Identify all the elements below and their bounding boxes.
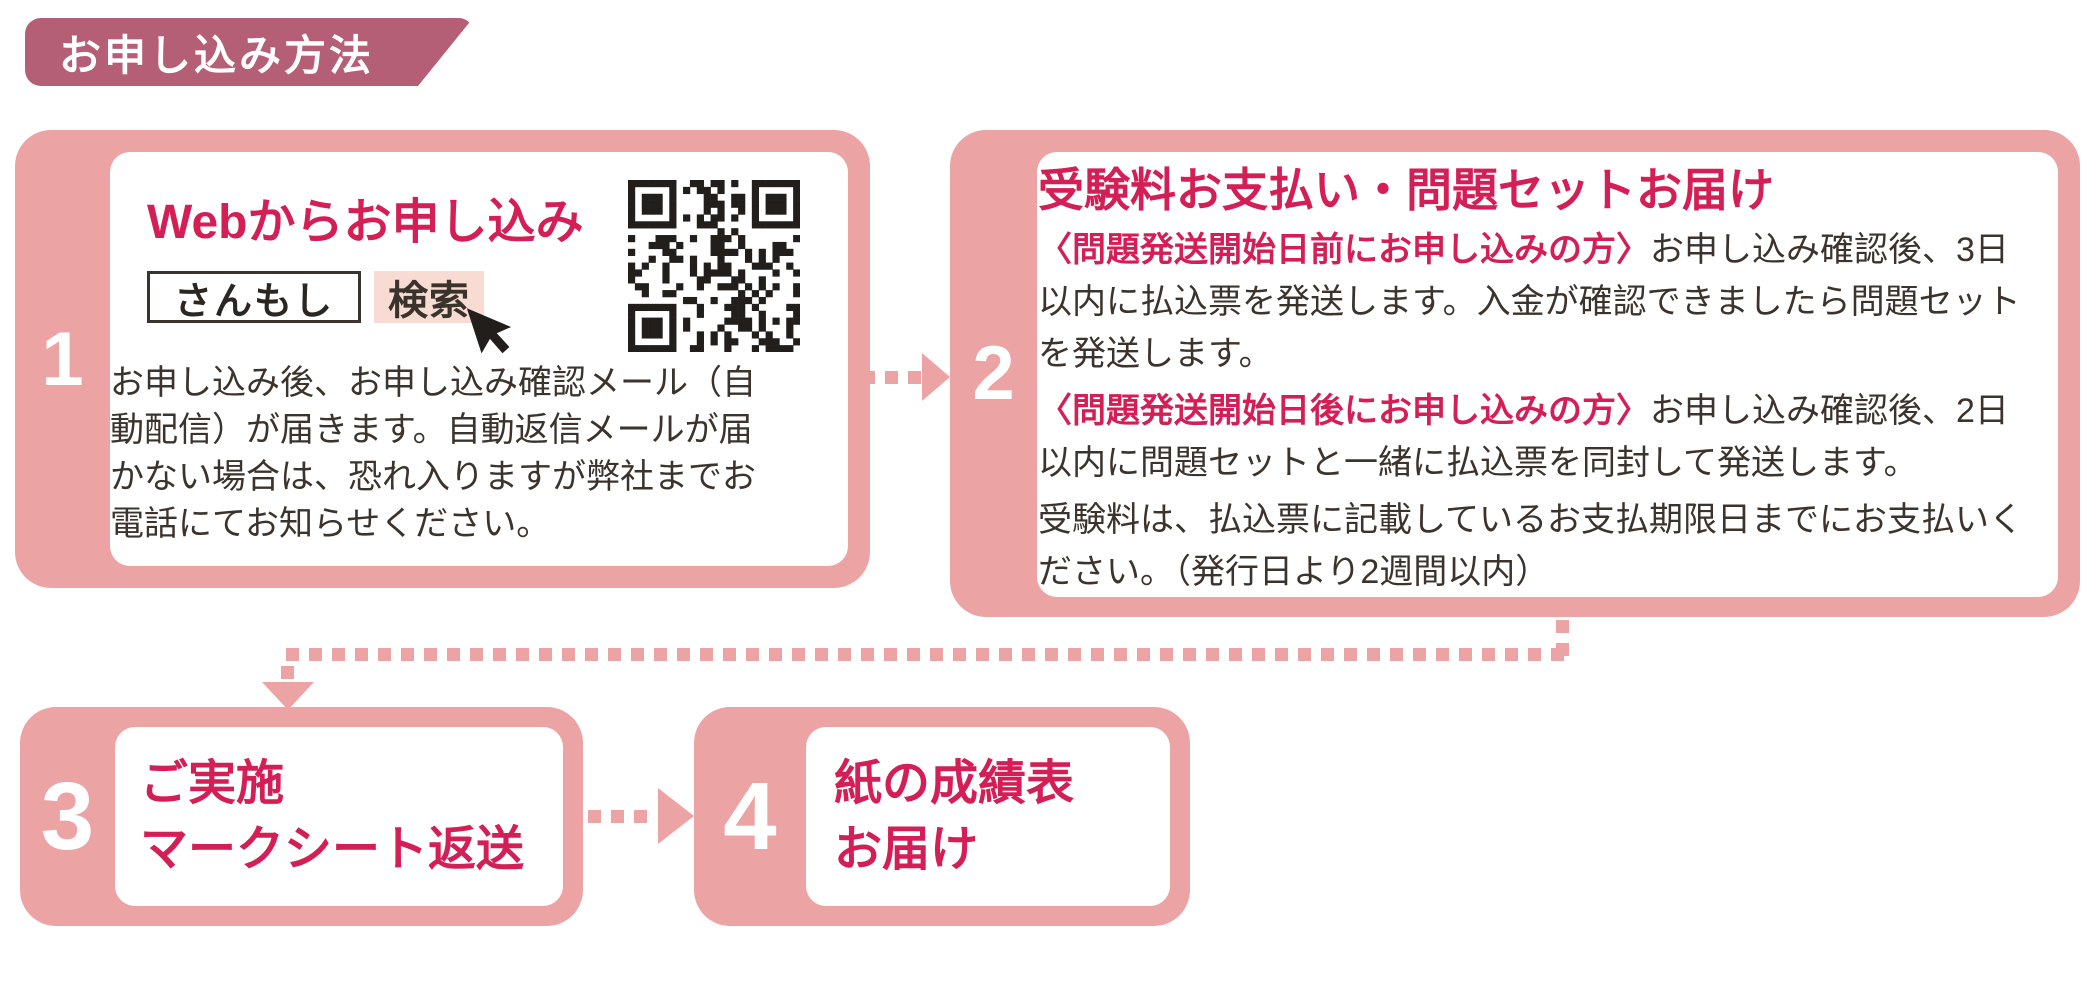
step2-paragraph: 受験料は、払込票に記載しているお支払期限日までにお支払いください。（発行日より2… (1038, 494, 2038, 598)
section-title: お申し込み方法 (59, 31, 375, 79)
step2-card: 2 受験料お支払い・問題セットお届け 〈問題発送開始日前にお申し込みの方〉お申し… (950, 130, 2080, 617)
paragraph-text: お申し込み確認後、3日以内に払込票を発送します。入金が確認できましたら問題セット… (1038, 231, 2021, 373)
step3-line2: マークシート返送 (140, 823, 525, 876)
step4-number: 4 (723, 762, 777, 870)
step4-card: 4 紙の成績表 お届け (694, 707, 1190, 926)
step4-panel (806, 727, 1170, 906)
step3-panel (115, 727, 563, 906)
section-header-badge: お申し込み方法 (25, 18, 473, 86)
step4-label: 紙の成績表 お届け (834, 751, 1074, 883)
dotted-line-step3-step4 (588, 810, 650, 823)
step1-panel (110, 152, 848, 566)
step2-panel (1037, 152, 2058, 597)
step1-body: お申し込み後、お申し込み確認メール（自 動配信）が届きます。自動返信メールが届 … (110, 364, 756, 543)
step2-paragraph: 〈問題発送開始日後にお申し込みの方〉お申し込み確認後、2日以内に問題セットと一緒… (1038, 385, 2038, 489)
search-bar: さんもし 検索 (147, 271, 484, 323)
paragraph-highlight: 〈問題発送開始日前にお申し込みの方〉 (1038, 231, 1650, 269)
paragraph-text: 受験料は、払込票に記載しているお支払期限日までにお支払いください。（発行日より2… (1038, 501, 2023, 591)
cursor-icon (466, 308, 512, 354)
step3-card: 3 ご実施 マークシート返送 (20, 707, 583, 926)
search-input[interactable]: さんもし (147, 271, 361, 323)
step3-number: 3 (40, 762, 95, 870)
step3-line1: ご実施 (140, 757, 285, 810)
arrow-right-icon (922, 353, 950, 401)
dotted-line-step1-step2 (862, 371, 921, 384)
step1-number: 1 (41, 316, 84, 402)
arrow-down-icon (262, 682, 314, 710)
step4-line1: 紙の成績表 (834, 757, 1075, 810)
qr-code (628, 180, 800, 352)
dotted-line-step2-step3 (286, 648, 1569, 661)
step2-number: 2 (972, 331, 1015, 416)
step1-card: 1 Webからお申し込み さんもし 検索 お申し込み後、お申し込み確認メール（自… (15, 130, 870, 588)
step2-body: 〈問題発送開始日前にお申し込みの方〉お申し込み確認後、3日以内に払込票を発送しま… (1038, 224, 2038, 603)
dotted-dash (281, 666, 294, 679)
paragraph-text: お申し込み確認後、2日以内に問題セットと一緒に払込票を同封して発送します。 (1038, 392, 2009, 482)
step1-title: Webからお申し込み (147, 196, 584, 249)
paragraph-highlight: 〈問題発送開始日後にお申し込みの方〉 (1038, 392, 1650, 430)
step2-title: 受験料お支払い・問題セットお届け (1038, 164, 1774, 216)
step3-label: ご実施 マークシート返送 (140, 751, 524, 883)
arrow-right-icon (658, 788, 694, 844)
search-button[interactable]: 検索 (374, 271, 484, 323)
step4-line2: お届け (834, 823, 979, 876)
dotted-line-step2-down (1556, 620, 1569, 656)
step2-paragraph: 〈問題発送開始日前にお申し込みの方〉お申し込み確認後、3日以内に払込票を発送しま… (1038, 224, 2038, 380)
